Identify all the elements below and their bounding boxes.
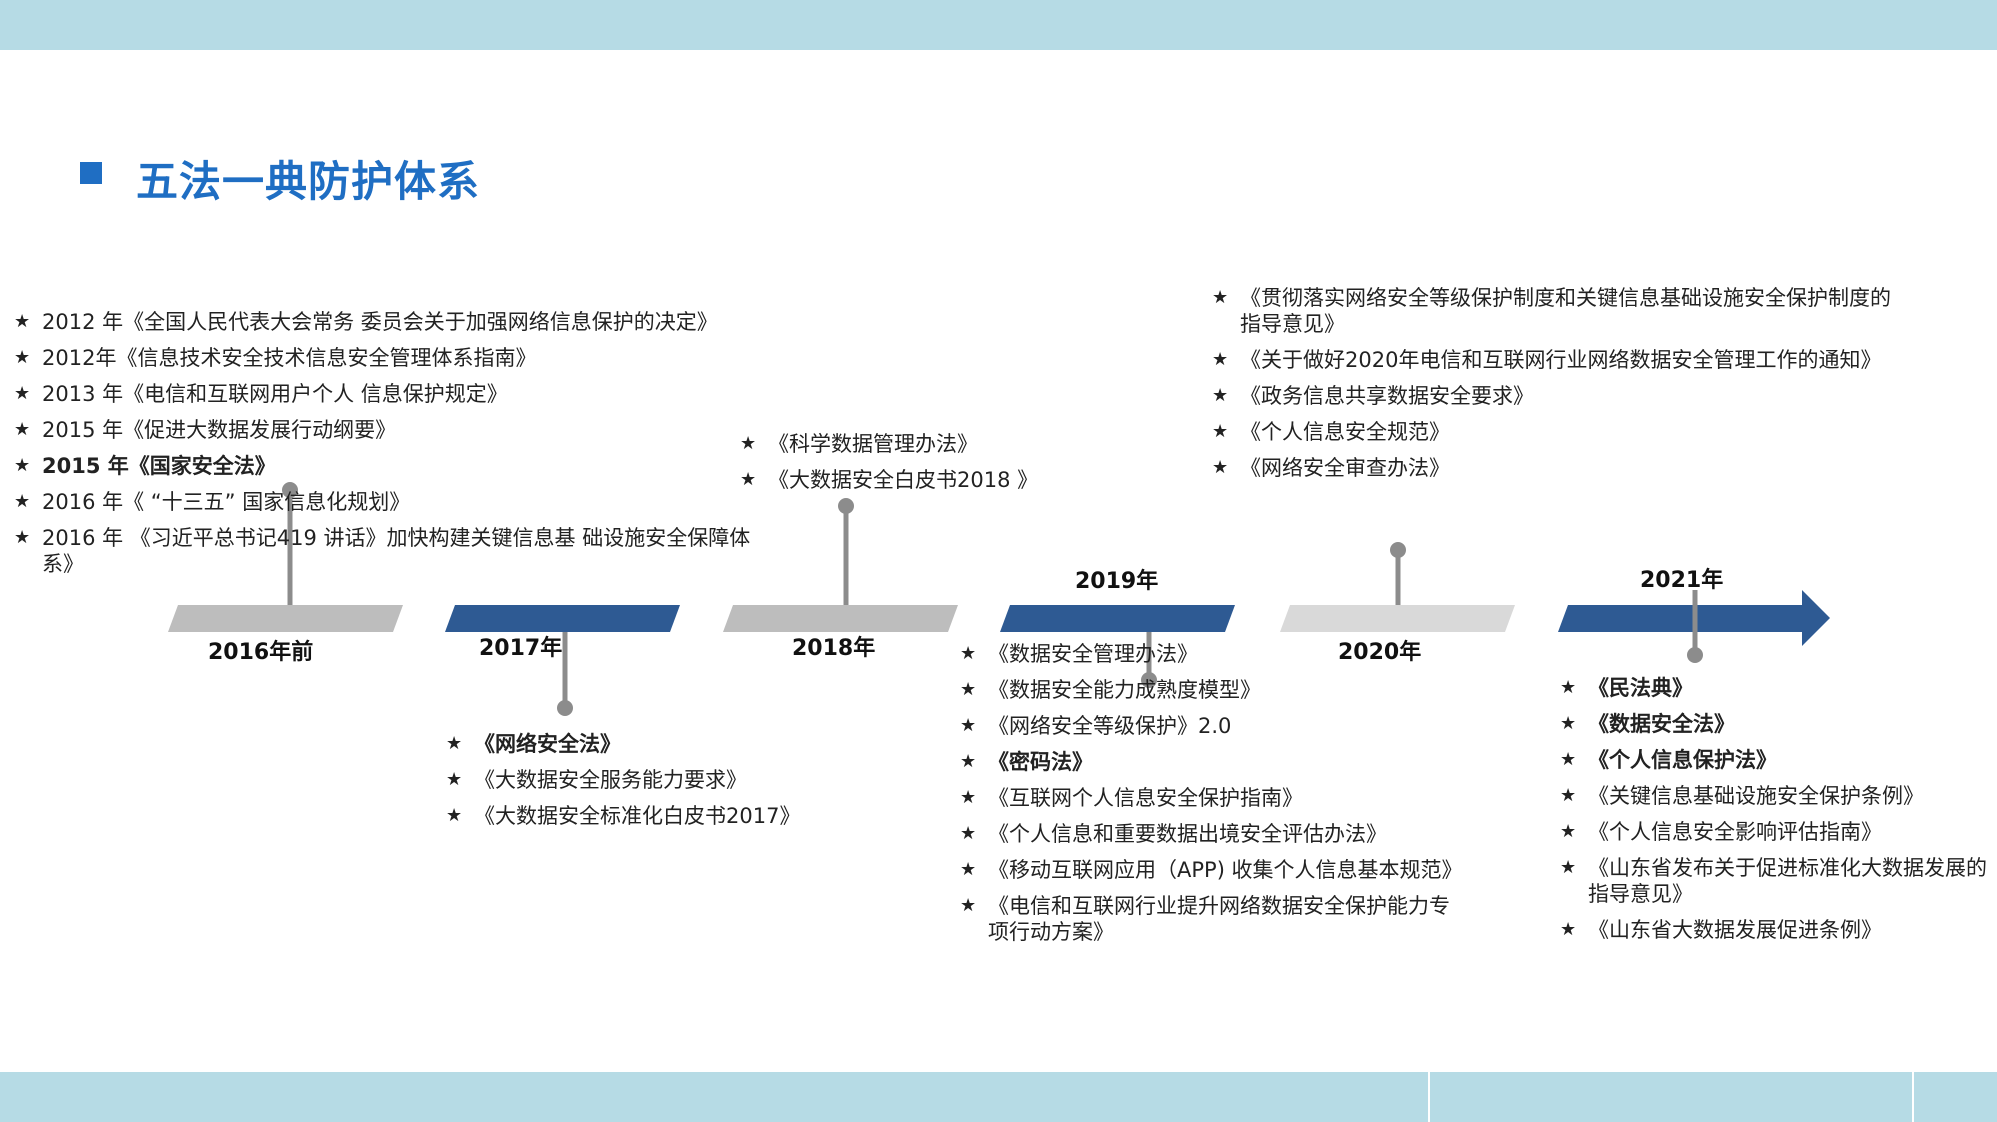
list-item: ★《大数据安全白皮书2018 》: [740, 462, 1038, 498]
pin-dot-2020: [1390, 542, 1406, 558]
pin-dot-2019: [1141, 672, 1157, 688]
segment-2019: [1000, 605, 1235, 632]
star-icon: ★: [1560, 857, 1577, 878]
star-icon: ★: [960, 751, 977, 772]
bottom-box-1: [1428, 1072, 1912, 1122]
period-label-2020: 2020年: [1338, 640, 1422, 665]
top-banner: [0, 0, 1997, 50]
star-icon: ★: [960, 787, 977, 808]
pin-dot-2016-before: [282, 482, 298, 498]
list-item: ★《数据安全管理办法》: [960, 636, 1460, 672]
list-item: ★《电信和互联网行业提升网络数据安全保护能力专项行动方案》: [960, 894, 1450, 944]
star-icon: ★: [14, 419, 31, 440]
list-item: ★《互联网个人信息安全保护指南》: [960, 780, 1460, 816]
star-icon: ★: [1560, 821, 1577, 842]
list-item: ★《个人信息安全影响评估指南》: [1560, 814, 1990, 850]
star-icon: ★: [14, 455, 31, 476]
star-icon: ★: [1560, 749, 1577, 770]
list-item: ★2013 年《电信和互联网用户个人 信息保护规定》: [14, 376, 774, 412]
list-2021: ★《民法典》 ★《数据安全法》 ★《个人信息保护法》 ★《关键信息基础设施安全保…: [1560, 670, 1990, 948]
star-icon: ★: [1560, 785, 1577, 806]
list-item: ★《大数据安全标准化白皮书2017》: [446, 798, 800, 834]
segment-2020: [1280, 605, 1515, 632]
star-icon: ★: [446, 769, 463, 790]
period-label-2016-before: 2016年前: [208, 640, 314, 665]
list-item: ★《密码法》: [960, 744, 1460, 780]
star-icon: ★: [740, 433, 757, 454]
list-item: ★《科学数据管理办法》: [740, 426, 1038, 462]
star-icon: ★: [960, 859, 977, 880]
star-icon: ★: [1212, 385, 1229, 406]
list-item: ★《个人信息安全规范》: [1212, 414, 1902, 450]
star-icon: ★: [960, 643, 977, 664]
list-item: ★《山东省发布关于促进标准化大数据发展的指导意见》: [1560, 856, 1987, 906]
list-item: ★《个人信息和重要数据出境安全评估办法》: [960, 816, 1460, 852]
list-2020: ★《贯彻落实网络安全等级保护制度和关键信息基础设施安全保护制度的指导意见》 ★《…: [1212, 280, 1902, 486]
star-icon: ★: [960, 823, 977, 844]
pin-dot-2021: [1687, 647, 1703, 663]
list-item: ★《关于做好2020年电信和互联网行业网络数据安全管理工作的通知》: [1212, 348, 1882, 372]
list-item: ★2012年《信息技术安全技术信息安全管理体系指南》: [14, 340, 774, 376]
list-item: ★《网络安全等级保护》2.0: [960, 708, 1460, 744]
period-label-2017: 2017年: [479, 636, 563, 661]
star-icon: ★: [1212, 349, 1229, 370]
list-item: ★《民法典》: [1560, 670, 1990, 706]
list-item: ★2015 年《国家安全法》: [14, 448, 774, 484]
list-item: ★《移动互联网应用（APP) 收集个人信息基本规范》: [960, 858, 1463, 882]
title-bullet-icon: [80, 162, 102, 184]
list-item: ★《关键信息基础设施安全保护条例》: [1560, 778, 1990, 814]
star-icon: ★: [960, 895, 977, 916]
list-item: ★《网络安全法》: [446, 726, 800, 762]
segment-2016-before: [168, 605, 403, 632]
list-item: ★《数据安全法》: [1560, 706, 1990, 742]
list-2017: ★《网络安全法》 ★《大数据安全服务能力要求》 ★《大数据安全标准化白皮书201…: [446, 726, 800, 834]
list-item: ★《政务信息共享数据安全要求》: [1212, 378, 1902, 414]
star-icon: ★: [446, 733, 463, 754]
list-2019: ★《数据安全管理办法》 ★《数据安全能力成熟度模型》 ★《网络安全等级保护》2.…: [960, 636, 1463, 950]
list-item: ★《网络安全审查办法》: [1212, 450, 1902, 486]
bottom-box-2: [1912, 1072, 1997, 1122]
star-icon: ★: [740, 469, 757, 490]
star-icon: ★: [1560, 919, 1577, 940]
star-icon: ★: [14, 347, 31, 368]
list-item: ★《个人信息保护法》: [1560, 742, 1990, 778]
list-item: ★2016 年 《习近平总书记419 讲话》加快构建关键信息基 础设施安全保障体…: [14, 526, 751, 576]
star-icon: ★: [446, 805, 463, 826]
star-icon: ★: [1212, 421, 1229, 442]
star-icon: ★: [14, 527, 31, 548]
period-label-2019: 2019年: [1075, 569, 1159, 594]
star-icon: ★: [1560, 677, 1577, 698]
list-item: ★2012 年《全国人民代表大会常务 委员会关于加强网络信息保护的决定》: [14, 304, 774, 340]
list-2018: ★《科学数据管理办法》 ★《大数据安全白皮书2018 》: [740, 426, 1038, 498]
star-icon: ★: [1212, 287, 1229, 308]
segment-2017: [445, 605, 680, 632]
period-label-2018: 2018年: [792, 636, 876, 661]
star-icon: ★: [1560, 713, 1577, 734]
star-icon: ★: [1212, 457, 1229, 478]
page-title: 五法一典防护体系: [136, 157, 481, 206]
list-2016-before: ★2012 年《全国人民代表大会常务 委员会关于加强网络信息保护的决定》 ★20…: [14, 304, 774, 582]
list-item: ★《大数据安全服务能力要求》: [446, 762, 800, 798]
star-icon: ★: [14, 383, 31, 404]
star-icon: ★: [14, 491, 31, 512]
star-icon: ★: [14, 311, 31, 332]
list-item: ★2016 年《 “十三五” 国家信息化规划》: [14, 484, 774, 520]
period-label-2021: 2021年: [1640, 568, 1724, 593]
list-item: ★《山东省大数据发展促进条例》: [1560, 912, 1990, 948]
pin-dot-2017: [557, 700, 573, 716]
pin-dot-2018: [838, 498, 854, 514]
segment-2018: [723, 605, 958, 632]
list-item: ★《数据安全能力成熟度模型》: [960, 672, 1460, 708]
star-icon: ★: [960, 715, 977, 736]
list-item: ★《贯彻落实网络安全等级保护制度和关键信息基础设施安全保护制度的指导意见》: [1212, 286, 1891, 336]
list-item: ★2015 年《促进大数据发展行动纲要》: [14, 412, 774, 448]
star-icon: ★: [960, 679, 977, 700]
